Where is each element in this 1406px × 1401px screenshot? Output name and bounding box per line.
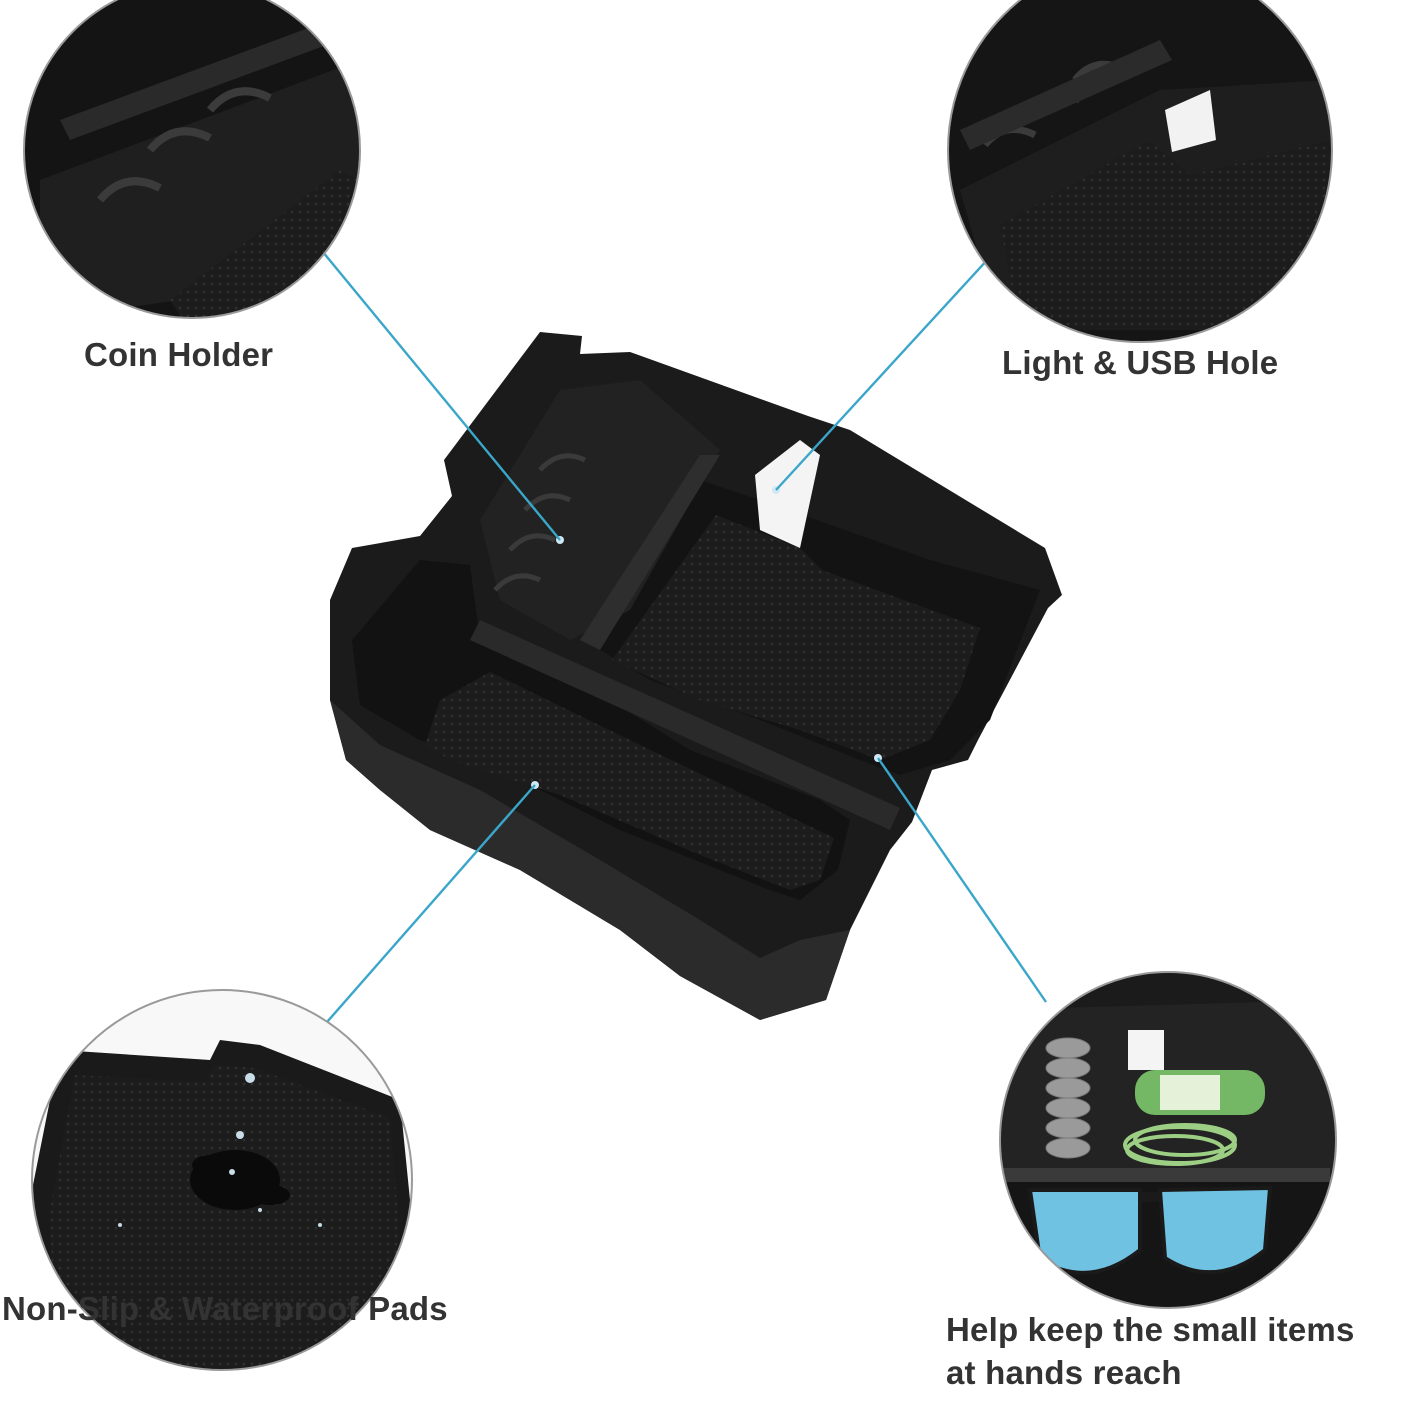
reach-label: Help keep the small items at hands reach	[946, 1308, 1406, 1394]
waterproof-pad-closeup	[31, 989, 413, 1371]
light-usb-label: Light & USB Hole	[1002, 344, 1279, 381]
light-usb-closeup	[947, 0, 1333, 343]
coin-holder-closeup	[23, 0, 361, 319]
items-in-console-closeup	[999, 971, 1337, 1309]
pads-label: Non-Slip & Waterproof Pads	[2, 1290, 448, 1327]
reach-label-line1: Help keep the small items	[946, 1311, 1355, 1348]
callout-lines	[317, 245, 1047, 1031]
reach-label-line2: at hands reach	[946, 1354, 1182, 1391]
console-organizer	[330, 332, 1062, 1020]
coin-holder-label: Coin Holder	[84, 336, 274, 373]
